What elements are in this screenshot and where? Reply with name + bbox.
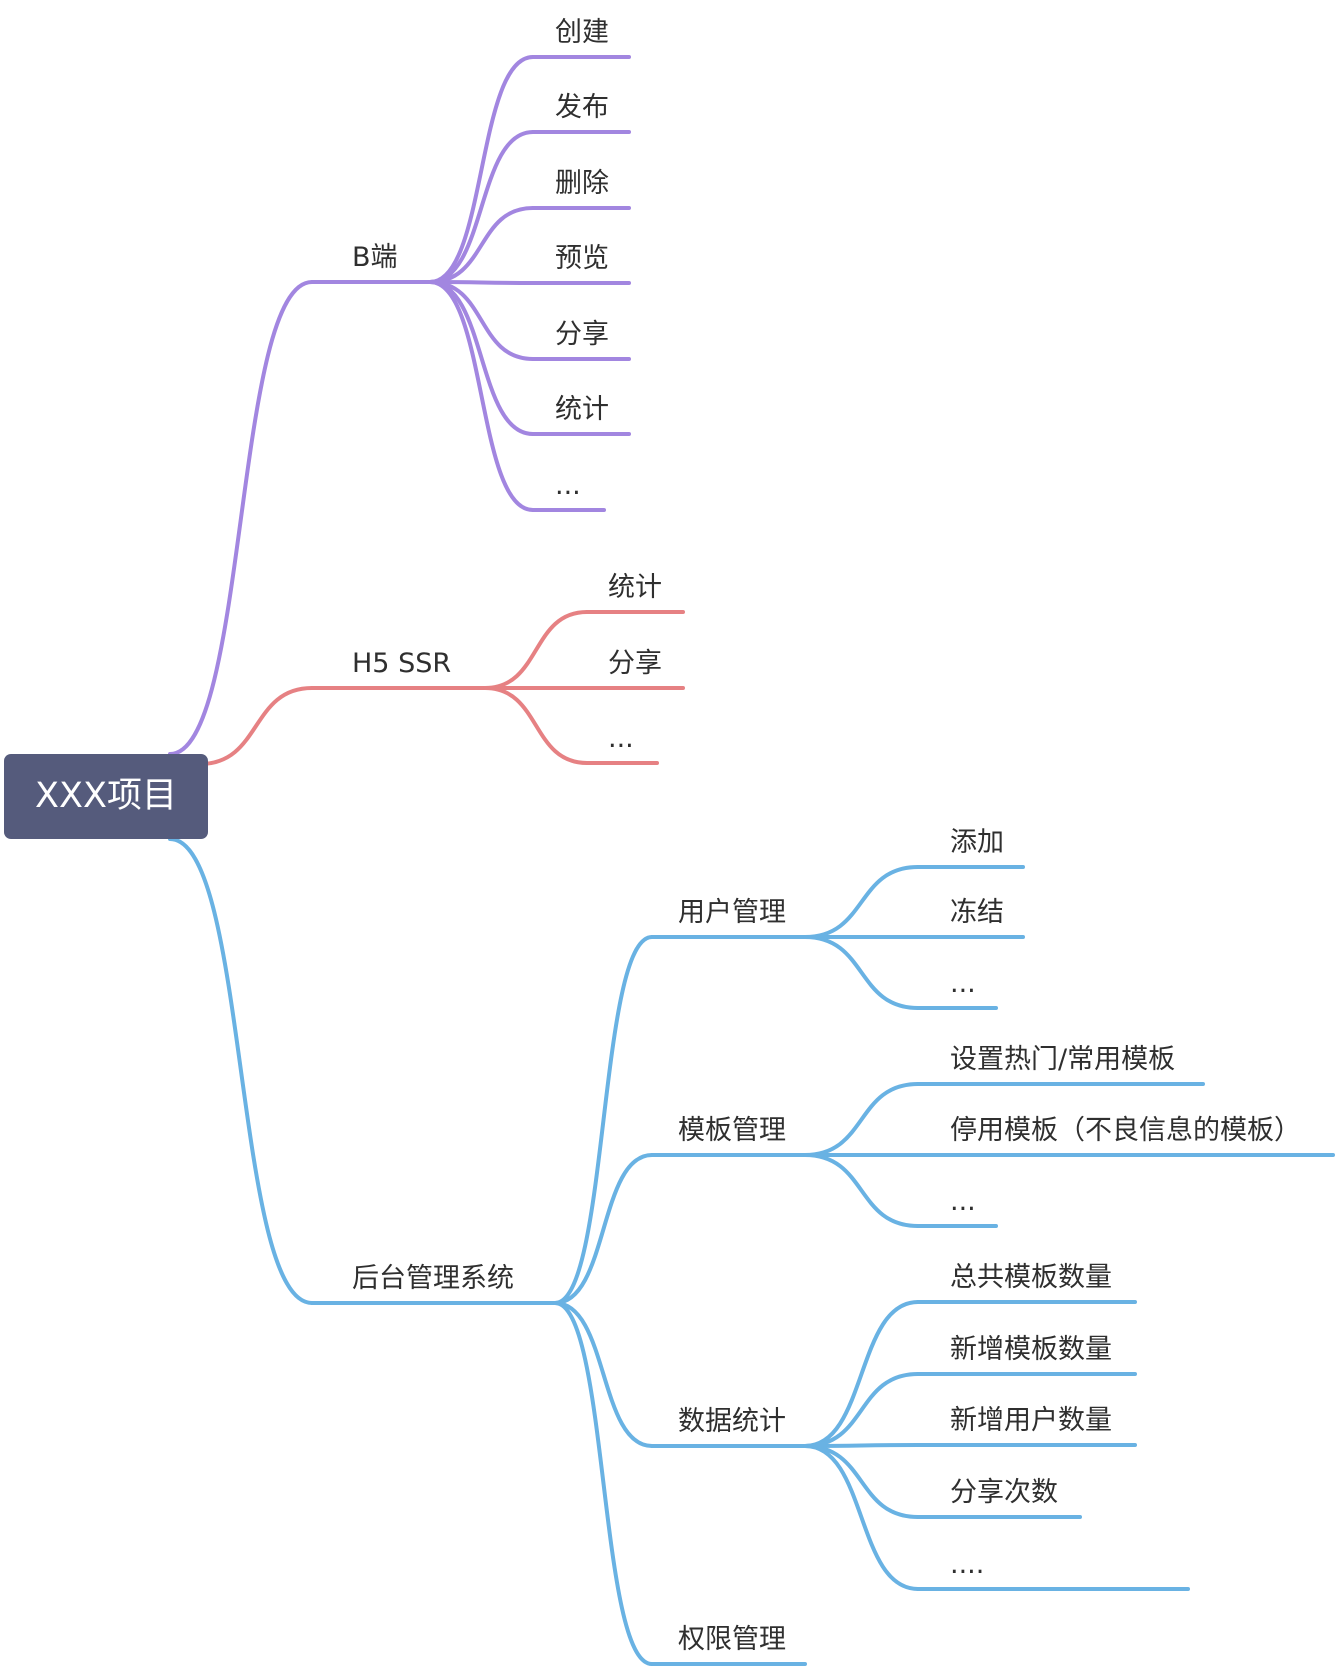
admin-template-management[interactable]: 模板管理 [678, 1115, 786, 1146]
connector-l3-2-0 [803, 1300, 920, 1448]
b-child-preview[interactable]: 预览 [555, 243, 609, 274]
admin-data-stats[interactable]: 数据统计 [678, 1406, 786, 1437]
user-more[interactable]: ... [950, 968, 976, 999]
connector-root-h5 [198, 686, 314, 766]
user-freeze[interactable]: 冻结 [950, 897, 1004, 928]
connector-b-child-4 [428, 280, 535, 361]
connector-l3-2-3 [803, 1444, 920, 1519]
template-disable[interactable]: 停用模板（不良信息的模板） [950, 1115, 1301, 1146]
connector-b-child-2 [428, 206, 535, 284]
user-add[interactable]: 添加 [950, 827, 1004, 858]
admin-permission-management[interactable]: 权限管理 [678, 1624, 786, 1655]
h5-child-share[interactable]: 分享 [608, 648, 662, 679]
connector-admin-child-3 [553, 1301, 654, 1666]
connector-h5-child-2 [483, 686, 589, 765]
branch-h5-label[interactable]: H5 SSR [352, 648, 452, 679]
connector-l3-0-0 [803, 865, 920, 939]
connector-admin-child-1 [553, 1153, 654, 1305]
b-child-delete[interactable]: 删除 [555, 168, 609, 199]
connector-l3-1-0 [803, 1082, 920, 1157]
stats-more[interactable]: .... [950, 1549, 985, 1580]
template-more[interactable]: ... [950, 1186, 976, 1217]
h5-child-more[interactable]: ... [608, 723, 634, 754]
b-child-share[interactable]: 分享 [555, 319, 609, 350]
connector-root-admin [168, 837, 314, 1305]
connector-admin-child-2 [553, 1301, 654, 1448]
connector-b-child-0 [428, 55, 535, 284]
b-child-more[interactable]: ... [555, 470, 581, 501]
connector-h5-child-0 [483, 610, 589, 690]
connector-l3-0-2 [803, 935, 920, 1010]
admin-user-management[interactable]: 用户管理 [678, 897, 786, 928]
connector-b-child-1 [428, 130, 535, 284]
b-child-stats[interactable]: 统计 [555, 394, 609, 425]
h5-child-stats[interactable]: 统计 [608, 572, 662, 603]
connector-l3-2-1 [803, 1372, 920, 1448]
connector-l3-2-2 [803, 1443, 920, 1448]
stats-share-count[interactable]: 分享次数 [950, 1477, 1058, 1508]
branch-admin-label[interactable]: 后台管理系统 [352, 1263, 514, 1294]
stats-new-users[interactable]: 新增用户数量 [950, 1405, 1112, 1436]
b-child-create[interactable]: 创建 [555, 17, 609, 48]
b-child-publish[interactable]: 发布 [555, 92, 609, 123]
connector-b-child-5 [428, 280, 535, 436]
connector-root-b [168, 280, 314, 756]
connector-admin-child-0 [553, 935, 654, 1305]
root-node[interactable]: XXX项目 [4, 754, 208, 839]
branch-b-label[interactable]: B端 [352, 242, 398, 273]
connector-b-child-3 [428, 280, 535, 285]
template-set-hot[interactable]: 设置热门/常用模板 [950, 1044, 1176, 1075]
connector-b-child-6 [428, 280, 535, 512]
connector-l3-1-2 [803, 1153, 920, 1228]
stats-total-templates[interactable]: 总共模板数量 [950, 1262, 1112, 1293]
connector-l3-2-4 [803, 1444, 920, 1591]
stats-new-templates[interactable]: 新增模板数量 [950, 1334, 1112, 1365]
